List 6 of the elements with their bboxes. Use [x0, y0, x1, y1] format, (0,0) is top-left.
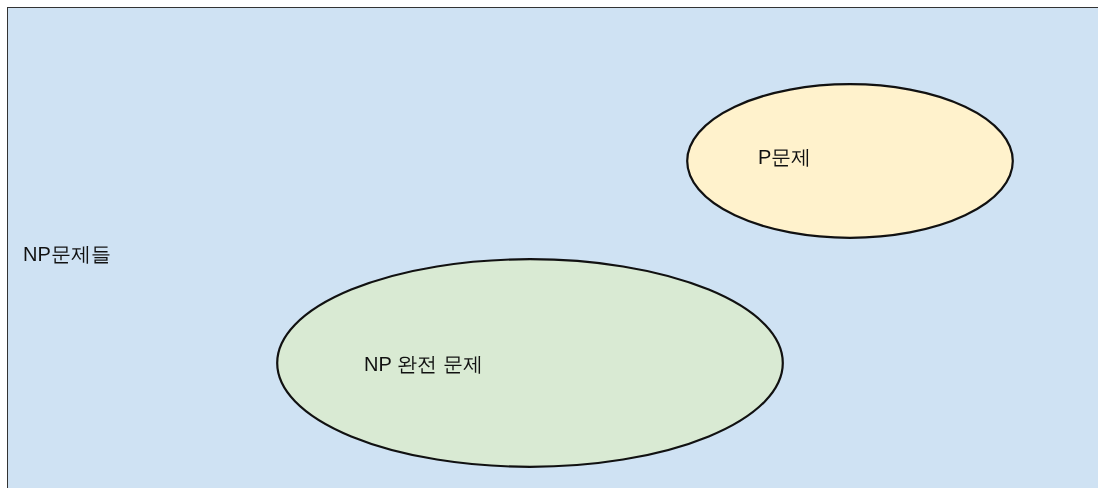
set-label: NP문제들 [23, 242, 111, 266]
set-label: P문제 [758, 145, 812, 169]
set-ellipse [686, 83, 1014, 239]
set-label: NP 완전 문제 [364, 352, 483, 376]
set-ellipse [276, 258, 784, 468]
set-region [7, 7, 1098, 488]
